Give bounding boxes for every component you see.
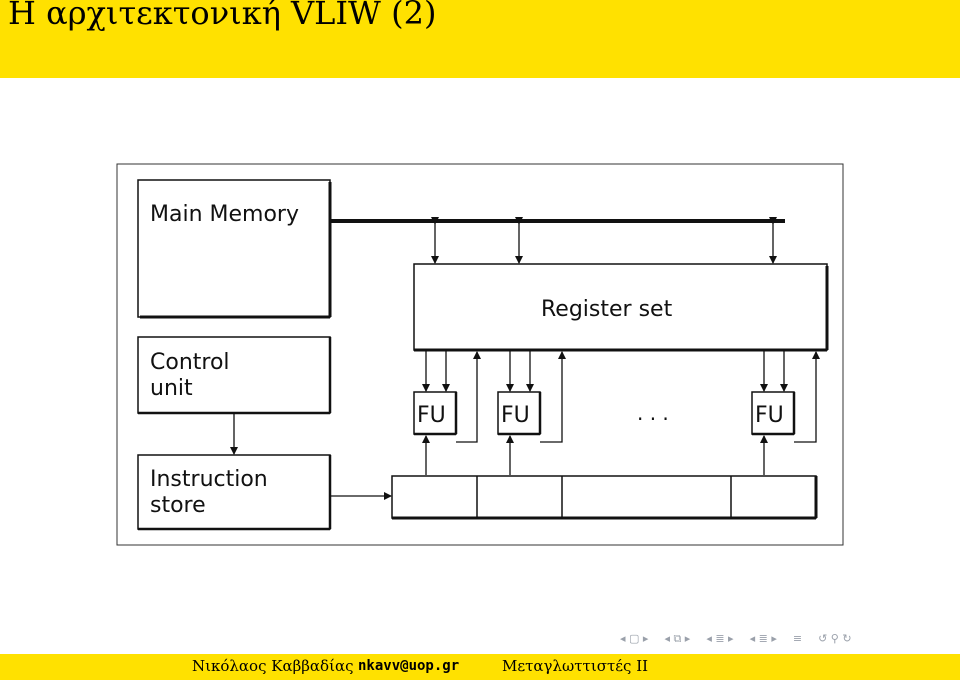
bus-arrows <box>431 217 777 264</box>
control-unit-label-line1: Control <box>150 350 230 375</box>
instruction-store-label-line2: store <box>150 493 206 518</box>
footer-bar: Νικόλαος Καββαδίας nkavv@uop.gr Μεταγλωτ… <box>0 654 960 680</box>
nav-frame-icon[interactable]: ◂ ⧉ ▸ <box>664 632 691 645</box>
control-unit-label-line2: unit <box>150 376 193 401</box>
functional-unit-1: FU <box>413 350 481 475</box>
nav-search-icon[interactable]: ↺ ⚲ ↻ <box>818 632 852 645</box>
functional-unit-2: FU <box>497 350 566 475</box>
main-memory-box <box>137 179 331 318</box>
main-memory-label: Main Memory <box>150 202 299 227</box>
functional-unit-3: FU <box>751 350 820 475</box>
fu-label: FU <box>417 403 446 428</box>
instruction-store-label-line1: Instruction <box>150 467 268 492</box>
footer-email[interactable]: nkavv@uop.gr <box>358 658 460 674</box>
nav-align-icon[interactable]: ≡ <box>792 632 803 645</box>
footer-author: Νικόλαος Καββαδίας <box>192 657 354 675</box>
register-set-box <box>413 263 828 351</box>
nav-subsection-icon[interactable]: ◂ ≣ ▸ <box>749 632 777 645</box>
fu-label: FU <box>501 403 530 428</box>
footer-course: Μεταγλωττιστές ΙΙ <box>502 657 649 675</box>
ellipsis-label: . . . <box>637 401 669 425</box>
instruction-word <box>391 475 818 520</box>
slide-title: Η αρχιτεκτονική VLIW (2) <box>8 0 437 32</box>
register-set-label: Register set <box>541 297 673 322</box>
title-bar: Η αρχιτεκτονική VLIW (2) <box>0 0 960 78</box>
nav-first-icon[interactable]: ◂ ▢ ▸ <box>620 632 649 645</box>
nav-section-icon[interactable]: ◂ ≣ ▸ <box>706 632 734 645</box>
fu-label: FU <box>755 403 784 428</box>
navigation-bar: ◂ ▢ ▸ ◂ ⧉ ▸ ◂ ≣ ▸ ◂ ≣ ▸ ≡ ↺ ⚲ ↻ <box>620 630 852 648</box>
instruction-store-box <box>137 454 331 530</box>
control-unit-box <box>137 336 331 414</box>
